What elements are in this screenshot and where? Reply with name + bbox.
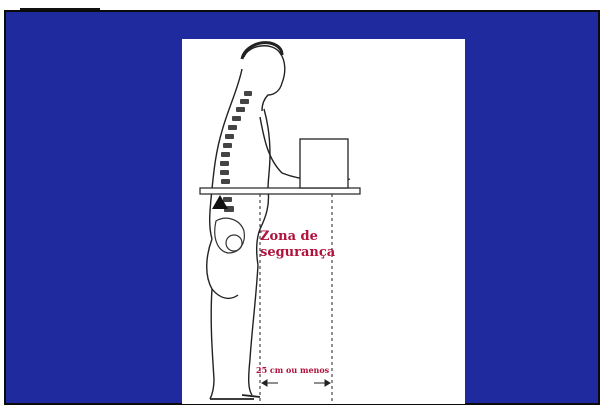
table-top (200, 188, 360, 194)
distance-label: 25 cm ou menos (256, 365, 329, 375)
distance-arrows (262, 380, 330, 386)
safety-zone-label-line2: segurança (260, 245, 350, 261)
safety-zone-label-line1: Zona de (260, 229, 350, 245)
safety-zone-label: Zona de segurança (260, 229, 350, 261)
slide-background: Zona de segurança 25 cm ou menos (4, 10, 600, 405)
head-outline (244, 46, 285, 111)
front-leg (249, 265, 258, 395)
posture-drawing (182, 39, 465, 404)
box (300, 139, 348, 188)
back-leg (210, 289, 214, 399)
pelvis (215, 218, 245, 253)
feet (210, 395, 260, 399)
posture-illustration: Zona de segurança 25 cm ou menos (182, 39, 465, 404)
